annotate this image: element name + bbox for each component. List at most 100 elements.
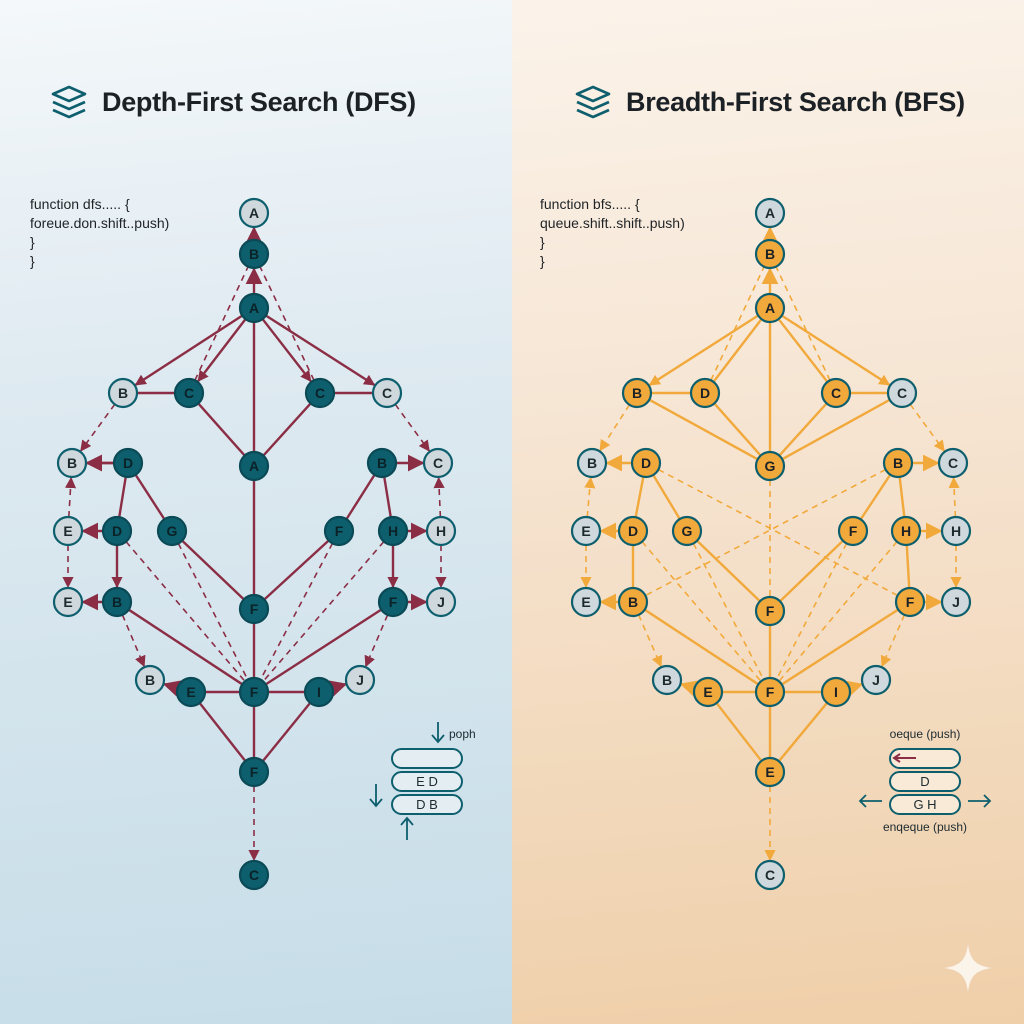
tree-edge [715,702,763,762]
node-label: A [249,300,259,316]
node-label: B [662,672,672,688]
node-label: I [834,684,838,700]
node-label: E [186,684,195,700]
arrow-down-icon [431,722,445,744]
graph-node-b: B [576,447,608,479]
node-circle [425,586,457,618]
node-circle [754,238,786,270]
tree-edge [844,680,864,697]
dashed-edge [775,543,848,680]
node-label: C [184,385,194,401]
graph-node-c: C [422,447,454,479]
queue-slot [889,794,961,815]
bfs-title-text: Breadth-First Search (BFS) [626,86,965,117]
dashed-edge [641,541,762,682]
node-label: C [897,385,907,401]
node-circle [52,586,84,618]
graph-node-j: J [425,586,457,618]
arrow-left-icon [858,794,882,808]
node-circle [754,595,786,627]
node-circle [617,515,649,547]
graph-node-e: E [570,586,602,618]
tree-edge [196,318,247,383]
graph-node-c: C [304,377,336,409]
dfs-code-block: function dfs..... { foreue.don.shift..pu… [30,195,169,271]
graph-node-j: J [344,664,376,696]
graph-node-a: A [754,292,786,324]
node-label: I [317,684,321,700]
dashed-edge [121,614,146,668]
arrow-down-icon [369,784,383,808]
node-circle [754,676,786,708]
dashed-edge [64,476,77,518]
graph-node-a: A [238,197,270,229]
node-label: C [831,385,841,401]
node-circle [754,292,786,324]
dashed-edge [658,468,898,597]
dashed-edge [194,266,249,381]
node-label: C [433,455,443,471]
graph-node-j: J [940,586,972,618]
node-circle [238,238,270,270]
graph-node-f: F [238,676,270,708]
edges [62,226,447,862]
node-circle [112,447,144,479]
tree-edge [644,608,759,686]
graph-node-g: G [671,515,703,547]
graph-node-b: B [617,586,649,618]
node-label: C [382,385,392,401]
node-label: J [952,594,960,610]
node-label: J [437,594,445,610]
node-label: F [389,594,398,610]
node-circle [304,377,336,409]
node-label: B [249,246,259,262]
graph-node-a: A [238,450,270,482]
node-circle [101,515,133,547]
node-circle [754,197,786,229]
dfs-code-line: } [30,253,35,269]
node-label: B [112,594,122,610]
bfs-panel: Breadth-First Search (BFS) function bfs.… [512,0,1024,1024]
node-label: B [145,672,155,688]
node-label: B [377,455,387,471]
node-circle [754,450,786,482]
graph-node-b: B [101,586,133,618]
tree-edge [905,544,911,589]
graph-node-c: C [173,377,205,409]
bfs-code-line: } [540,253,545,269]
node-label: E [581,594,590,610]
tree-edge [634,476,645,518]
tree-edge [198,702,247,762]
bfs-code-line: function bfs..... { [540,196,640,212]
dashed-edge [710,266,765,381]
node-circle [344,664,376,696]
node-circle [238,756,270,788]
graph-node-h: H [890,515,922,547]
arrow-right-icon [968,794,992,808]
dashed-edge [599,404,631,452]
node-circle [570,515,602,547]
tree-edge [181,539,245,601]
graph-node-b: B [882,447,914,479]
node-circle [754,756,786,788]
graph-node-d: D [617,515,649,547]
node-circle [107,377,139,409]
node-label: F [849,523,858,539]
tree-edge [652,474,681,520]
node-label: D [641,455,651,471]
dfs-code-line: foreue.don.shift..push) [30,215,170,231]
node-label: B [893,455,903,471]
node-label: D [123,455,133,471]
dashed-edge [433,476,445,518]
tree-edge [648,314,759,387]
graph-node-c: C [371,377,403,409]
dashed-edge [645,468,886,597]
layers-icon [51,85,87,119]
node-circle [621,377,653,409]
dashed-edge [262,541,385,682]
node-label: G [167,523,178,539]
node-circle [56,447,88,479]
